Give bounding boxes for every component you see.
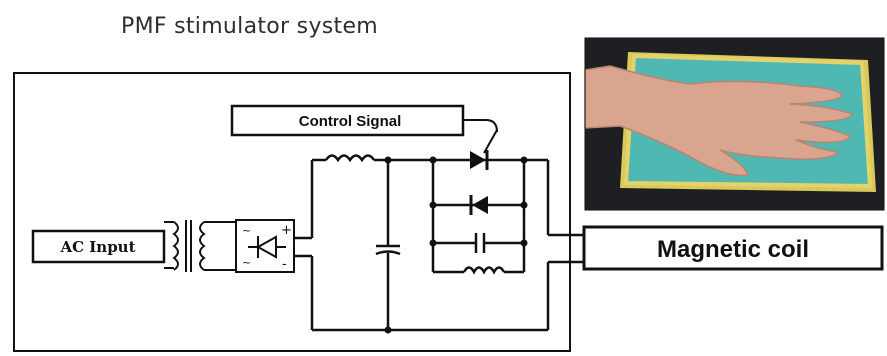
diode: [469, 195, 488, 215]
transformer: [164, 220, 236, 272]
thyristor: [470, 129, 498, 170]
hand-shape: [584, 65, 853, 177]
control-signal-box: [230, 104, 465, 137]
dc-bus-wiring: [294, 154, 584, 332]
system-enclosure: [13, 72, 571, 352]
rectifier: + ~ ~ -: [235, 219, 295, 273]
magnetic-coil-label: Magnetic coil: [657, 236, 809, 263]
svg-text:+: +: [281, 223, 292, 238]
ac-input-label: AC Input: [59, 238, 135, 256]
junction-dots: [384, 156, 528, 334]
ac-input-box: [31, 229, 166, 264]
gate-signal-wire: [463, 119, 498, 133]
svg-text:~: ~: [242, 256, 251, 269]
magnetic-coil-box: [582, 225, 884, 271]
hand-on-pad-photo: [584, 37, 885, 211]
control-signal-label: Control Signal: [299, 113, 402, 130]
svg-text:~: ~: [242, 224, 251, 237]
svg-text:-: -: [282, 257, 287, 272]
diagram-title: PMF stimulator system: [121, 14, 379, 39]
